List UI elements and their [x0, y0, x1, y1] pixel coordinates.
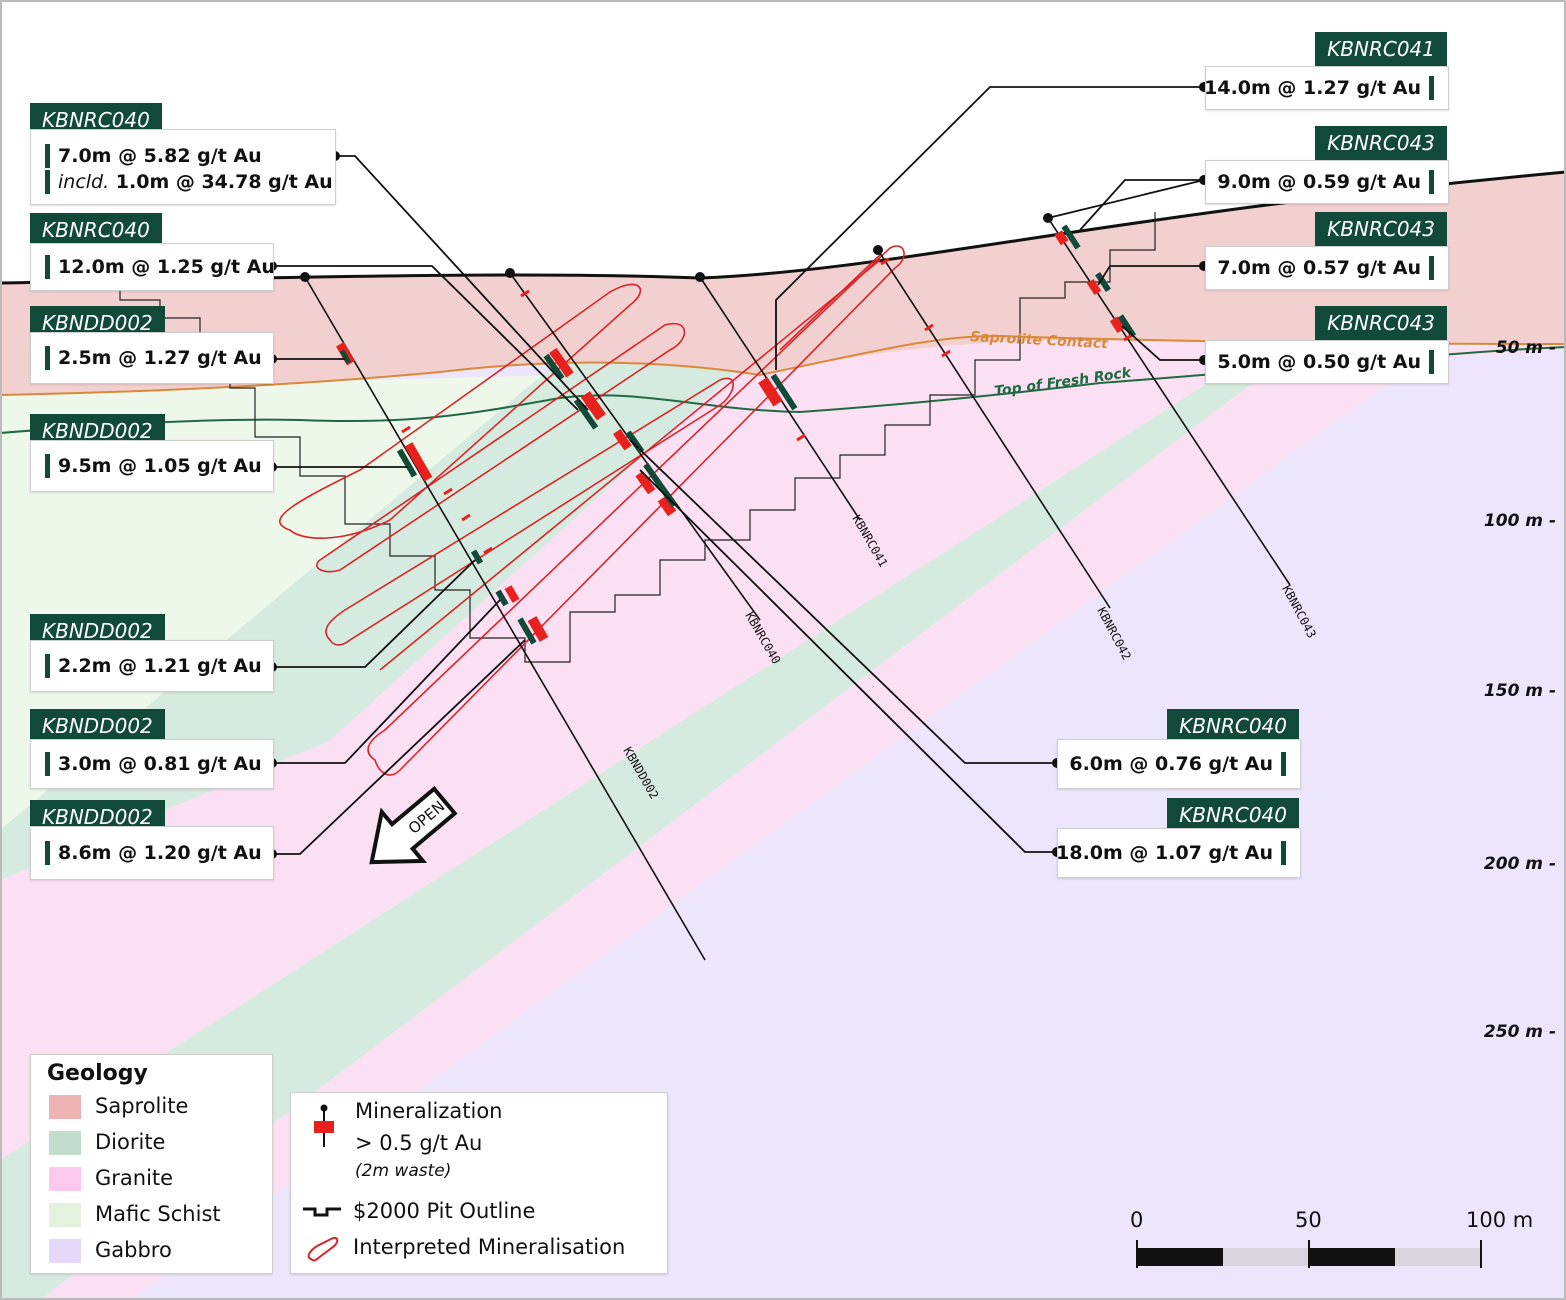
included-label: incld.	[58, 171, 110, 193]
scale-label-100: 100 m	[1466, 1208, 1534, 1232]
hole-tag: KBNRC043	[1315, 212, 1447, 246]
assay-text: 5.0m @ 0.50 g/t Au	[1217, 351, 1421, 373]
assay-bars	[339, 224, 1137, 645]
legend-label: Diorite	[95, 1130, 166, 1154]
hole-tag: KBNRC041	[1315, 32, 1447, 66]
assay-bar	[45, 144, 50, 168]
assay-box: 9.0m @ 0.59 g/t Au	[1205, 160, 1449, 204]
hole-tag: KBNDD002	[30, 709, 165, 743]
pit-outline-icon	[303, 1207, 341, 1217]
legend-swatch	[49, 1203, 81, 1227]
assay-box: 18.0m @ 1.07 g/t Au	[1056, 828, 1301, 878]
scale-label-0: 0	[1130, 1208, 1144, 1232]
hole-tag: KBNRC043	[1315, 126, 1447, 160]
legend-label: Saprolite	[95, 1094, 189, 1118]
mineralization-ticks	[401, 257, 1133, 555]
assay-box: 2.2m @ 1.21 g/t Au	[30, 640, 274, 692]
geology-legend: Geology Saprolite Diorite Granite Mafic …	[30, 1054, 273, 1274]
symbol-legend: Mineralization > 0.5 g/t Au (2m waste) $…	[290, 1092, 668, 1274]
assay-bar	[45, 841, 50, 865]
legend-mineralization-3: (2m waste)	[355, 1161, 452, 1181]
legend-title: Geology	[47, 1061, 148, 1086]
assay-text: 7.0m @ 0.57 g/t Au	[1217, 257, 1421, 279]
leader-lines	[272, 86, 1205, 855]
assay-box: 7.0m @ 0.57 g/t Au	[1205, 246, 1449, 290]
mineralization-intervals	[336, 230, 1126, 642]
assay-bar	[1281, 752, 1286, 776]
assay-text: 3.0m @ 0.81 g/t Au	[58, 753, 262, 775]
legend-swatch	[49, 1239, 81, 1263]
assay-bar	[1429, 350, 1434, 374]
legend-item-granite: Granite	[49, 1163, 173, 1193]
assay-text: 2.5m @ 1.27 g/t Au	[58, 347, 262, 369]
assay-text: 7.0m @ 5.82 g/t Au	[58, 145, 262, 167]
legend-item-gabbro: Gabbro	[49, 1235, 172, 1265]
assay-text: 9.5m @ 1.05 g/t Au	[58, 455, 262, 477]
saprolite-contact-line	[0, 334, 1566, 396]
saprolite-unit	[0, 172, 1566, 395]
assay-box: 5.0m @ 0.50 g/t Au	[1205, 340, 1449, 384]
assay-bar	[45, 255, 50, 279]
depth-label-100: 100 m -	[1483, 511, 1556, 531]
assay-box: 7.0m @ 5.82 g/t Au incld. 1.0m @ 34.78 g…	[30, 129, 336, 205]
assay-box: 6.0m @ 0.76 g/t Au	[1057, 739, 1301, 789]
legend-interpreted: Interpreted Mineralisation	[353, 1235, 626, 1259]
interpreted-mineralisation	[279, 245, 905, 776]
saprolite-contact-label: Saprolite Contact	[970, 329, 1110, 352]
assay-bar	[1429, 256, 1434, 280]
legend-swatch	[49, 1095, 81, 1119]
legend-label: Granite	[95, 1166, 174, 1190]
assay-box: 9.5m @ 1.05 g/t Au	[30, 440, 274, 492]
assay-text: 2.2m @ 1.21 g/t Au	[58, 655, 262, 677]
assay-bar	[1281, 841, 1286, 865]
legend-label: Gabbro	[95, 1238, 172, 1262]
depth-label-250: 250 m -	[1483, 1022, 1556, 1042]
legend-label: Mafic Schist	[95, 1202, 221, 1226]
legend-swatch	[49, 1131, 81, 1155]
hole-tag: KBNRC040	[30, 213, 162, 247]
interpreted-mineralisation-icon	[307, 1237, 339, 1262]
assay-bar	[45, 346, 50, 370]
hole-tag: KBNRC040	[1167, 798, 1299, 832]
legend-item-saprolite: Saprolite	[49, 1091, 188, 1121]
depth-label-50: 50 m -	[1495, 338, 1556, 358]
legend-mineralization-1: Mineralization	[355, 1099, 503, 1123]
assay-text: 18.0m @ 1.07 g/t Au	[1056, 842, 1273, 864]
assay-box: 8.6m @ 1.20 g/t Au	[30, 826, 274, 880]
legend-mineralization-2: > 0.5 g/t Au	[355, 1131, 483, 1155]
legend-item-mafic-schist: Mafic Schist	[49, 1199, 221, 1229]
assay-box: 3.0m @ 0.81 g/t Au	[30, 739, 274, 789]
assay-box: 2.5m @ 1.27 g/t Au	[30, 332, 274, 384]
assay-bar	[45, 454, 50, 478]
assay-box: 14.0m @ 1.27 g/t Au	[1204, 66, 1449, 110]
assay-bar	[45, 170, 50, 194]
assay-text: 6.0m @ 0.76 g/t Au	[1069, 753, 1273, 775]
assay-bar	[1429, 76, 1434, 100]
assay-text: 9.0m @ 0.59 g/t Au	[1217, 171, 1421, 193]
assay-bar	[45, 752, 50, 776]
legend-swatch	[49, 1167, 81, 1191]
legend-item-diorite: Diorite	[49, 1127, 165, 1157]
hole-tag: KBNRC040	[1167, 709, 1299, 743]
hole-tag: KBNRC043	[1315, 306, 1447, 340]
legend-pit: $2000 Pit Outline	[353, 1199, 536, 1223]
assay-text-included: 1.0m @ 34.78 g/t Au	[115, 171, 333, 193]
assay-bar	[45, 654, 50, 678]
depth-label-150: 150 m -	[1483, 681, 1556, 701]
assay-box: 12.0m @ 1.25 g/t Au	[30, 243, 275, 291]
depth-label-200: 200 m -	[1483, 854, 1556, 874]
scale-label-50: 50	[1295, 1208, 1322, 1232]
pit-outline	[119, 212, 1156, 663]
assay-text: 14.0m @ 1.27 g/t Au	[1204, 77, 1421, 99]
assay-bar	[1429, 170, 1434, 194]
scale-bar	[1136, 1240, 1482, 1268]
assay-text: 8.6m @ 1.20 g/t Au	[58, 842, 262, 864]
mineralization-icon	[314, 1104, 334, 1147]
assay-text: 12.0m @ 1.25 g/t Au	[58, 256, 275, 278]
